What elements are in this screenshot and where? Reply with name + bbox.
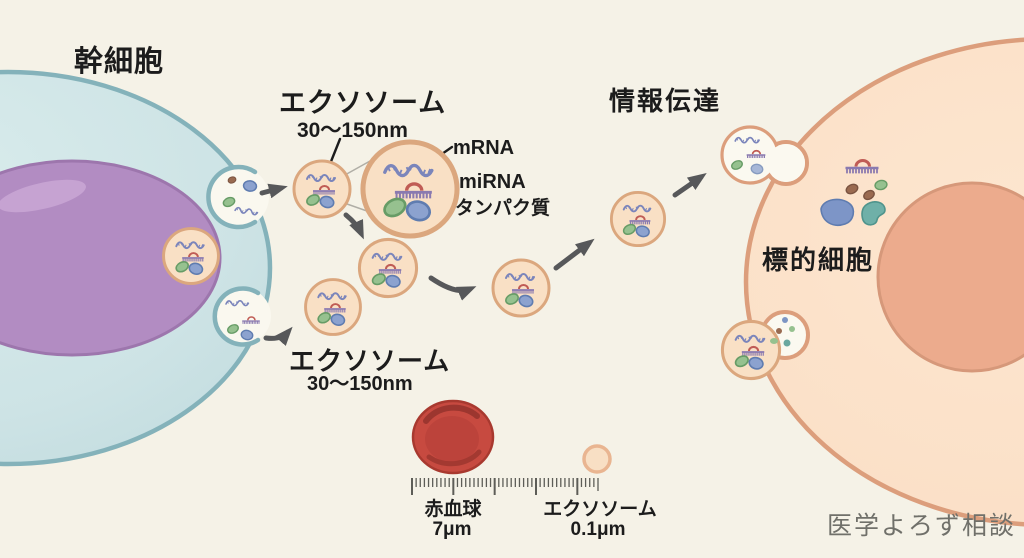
rbc-scale-name: 赤血球 — [424, 499, 482, 520]
stem-cell-nucleus — [0, 159, 222, 357]
cargo-brown-icon — [227, 176, 237, 184]
stem-cell-shape — [0, 69, 273, 467]
fusing-vesicle-bottom — [722, 310, 810, 379]
mrna-label: mRNA — [453, 137, 515, 159]
scale-ruler — [411, 478, 599, 495]
exosome-vesicle — [359, 239, 416, 296]
exosome-scale-size: 0.1μm — [570, 519, 626, 540]
arrow-icon — [672, 173, 707, 198]
exosome-vesicle — [493, 260, 549, 316]
exosome-vesicle — [294, 161, 350, 217]
target-cell-shape — [743, 37, 1024, 527]
exosome-bottom-title: エクソソーム — [289, 346, 451, 376]
budding-pocket-bottom — [212, 286, 271, 347]
arrow-icon — [428, 275, 477, 301]
exosome-vesicle — [306, 280, 361, 335]
watermark: 医学よろず相談 — [827, 513, 1017, 540]
exosome-top-size: 30〜150nm — [297, 119, 408, 142]
scale-exosome-shape — [582, 444, 612, 474]
target-cell-nucleus — [876, 181, 1024, 373]
protein-blob-icon — [820, 198, 855, 226]
arrow-icon — [343, 212, 364, 240]
exosome-inside-cell — [164, 229, 219, 284]
budding-pocket-top — [206, 164, 269, 230]
exosome-scale-name: エクソソーム — [543, 499, 657, 520]
stem-cell-label: 幹細胞 — [74, 46, 165, 78]
exosome-vesicle-zoomed — [363, 142, 457, 236]
rbc-scale-size: 7μm — [432, 519, 472, 540]
signal-transfer-label: 情報伝達 — [609, 86, 722, 116]
cargo-dot-icon — [770, 338, 778, 344]
red-blood-cell-shape — [411, 399, 495, 475]
arrow-icon — [259, 183, 288, 199]
cargo-brown-icon — [863, 189, 875, 201]
exosome-vesicle — [611, 192, 664, 245]
released-cargo — [820, 159, 888, 226]
nucleus-highlight — [0, 179, 86, 213]
mirna-label: miRNA — [459, 171, 526, 193]
arrow-icon — [263, 326, 293, 346]
fusing-vesicle-top — [720, 125, 809, 186]
protein-label: タンパク質 — [455, 198, 551, 219]
exosome-bottom-size: 30〜150nm — [307, 373, 413, 395]
exosome-top-title: エクソソーム — [279, 88, 447, 118]
cargo-dot-icon — [783, 339, 791, 347]
cargo-brown-icon — [845, 183, 859, 195]
target-cell-label: 標的細胞 — [762, 245, 875, 275]
protein-blob-icon — [874, 179, 888, 191]
protein-blob-icon — [861, 201, 886, 226]
cargo-dot-icon — [782, 317, 788, 323]
cargo-dot-icon — [776, 328, 782, 334]
cargo-dot-icon — [789, 326, 795, 332]
arrow-icon — [553, 238, 595, 271]
